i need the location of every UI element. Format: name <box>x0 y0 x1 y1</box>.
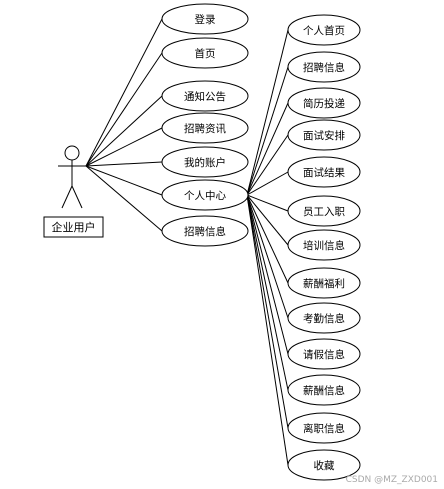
use-case-ellipse <box>287 87 361 119</box>
use-case-ellipse <box>161 80 249 112</box>
association-line <box>85 161 163 167</box>
use-case-ellipse <box>287 412 361 444</box>
use-case-ellipse <box>161 37 249 69</box>
actor-label: 企业用户 <box>52 220 96 234</box>
actor-head <box>64 145 80 161</box>
association-line <box>85 165 163 196</box>
association-line <box>246 66 289 196</box>
use-case-label: 请假信息 <box>303 348 345 361</box>
actor-left-leg <box>61 185 73 209</box>
association-line <box>85 127 163 167</box>
use-case-ellipse <box>161 179 249 211</box>
association-line <box>246 171 289 196</box>
use-case-label: 面试安排 <box>303 129 345 142</box>
use-case-label: 收藏 <box>314 459 335 472</box>
use-case-ellipse <box>161 3 249 35</box>
use-case-label: 薪酬福利 <box>303 277 345 290</box>
actor-figure <box>58 145 86 209</box>
association-line <box>85 52 163 167</box>
watermark: CSDN @MZ_ZXD001 <box>346 475 438 485</box>
use-case-label: 员工入职 <box>303 206 345 218</box>
use-case-label: 面试结果 <box>303 166 345 179</box>
use-case-ellipse <box>287 302 361 334</box>
actor-right-leg <box>71 185 83 209</box>
association-line <box>246 194 289 466</box>
association-lines <box>85 18 289 466</box>
association-line <box>85 18 163 167</box>
association-line <box>85 95 163 167</box>
use-case-label: 首页 <box>195 47 216 60</box>
association-line <box>246 194 289 319</box>
use-case-ellipse <box>287 156 361 188</box>
use-case-ellipse <box>161 215 249 247</box>
use-case-label: 招聘信息 <box>303 61 345 74</box>
association-line <box>246 194 289 246</box>
use-case-label: 通知公告 <box>184 90 226 103</box>
use-case-label: 薪酬信息 <box>303 384 345 397</box>
use-case-ellipse <box>287 229 361 261</box>
association-line <box>246 194 289 284</box>
use-case-ellipse <box>287 449 361 481</box>
use-case-ellipse <box>161 112 249 144</box>
use-case-label: 考勤信息 <box>303 312 345 325</box>
use-case-label: 个人首页 <box>303 24 345 37</box>
use-case-ellipse <box>287 267 361 299</box>
association-line <box>246 134 289 196</box>
use-case-ellipse <box>161 146 249 178</box>
actor-label-box <box>43 216 104 238</box>
use-case-ellipse <box>287 374 361 406</box>
use-case-ellipse <box>287 14 361 46</box>
use-case-label: 我的账户 <box>184 156 226 169</box>
use-case-label: 简历投递 <box>303 97 345 110</box>
use-case-label: 离职信息 <box>303 422 345 435</box>
use-case-label: 招聘信息 <box>184 225 226 238</box>
association-line <box>246 194 289 355</box>
personal-center-use-cases: 个人首页招聘信息简历投递面试安排面试结果员工入职培训信息薪酬福利考勤信息请假信息… <box>287 14 361 481</box>
association-line <box>246 102 289 196</box>
association-line <box>246 194 289 391</box>
use-case-ellipse <box>287 119 361 151</box>
association-line <box>246 29 289 196</box>
use-case-label: 招聘资讯 <box>184 122 226 135</box>
use-case-ellipse <box>287 195 361 227</box>
use-case-label: 培训信息 <box>303 239 345 252</box>
use-case-ellipse <box>287 51 361 83</box>
use-case-label: 登录 <box>195 13 216 26</box>
association-line <box>85 165 163 232</box>
use-case-label: 个人中心 <box>184 189 226 202</box>
association-line <box>246 194 289 212</box>
association-line <box>246 194 289 429</box>
use-case-ellipse <box>287 338 361 370</box>
